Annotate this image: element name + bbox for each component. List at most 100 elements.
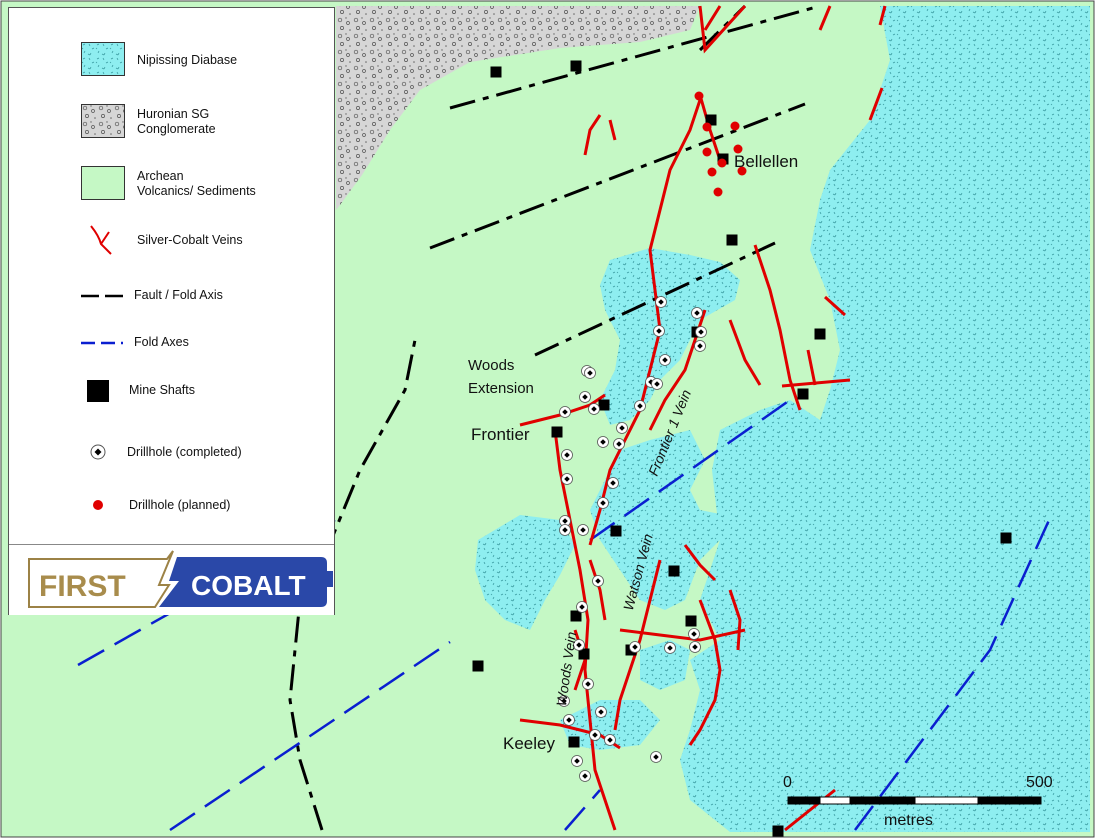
drillhole-planned-marker [713,187,723,197]
mine-shaft-marker [490,66,502,78]
legend-label-veins: Silver-Cobalt Veins [137,233,243,247]
drillhole-completed-marker [579,770,591,782]
drillhole-completed-marker [595,706,607,718]
drillhole-completed-marker [561,473,573,485]
silver-cobalt-vein [698,4,747,54]
logo-text-first: FIRST [39,570,126,603]
legend-label-diabase: Nipissing Diabase [137,53,238,67]
drillhole-completed-marker [563,714,575,726]
silver-cobalt-vein [583,114,602,156]
mine-shaft-marker [1000,532,1012,544]
silver-cobalt-vein [784,788,836,832]
drillhole-completed-icon [90,444,106,460]
legend-item-veins: Silver-Cobalt Veins [9,222,329,266]
silver-cobalt-vein [553,429,617,831]
drillhole-completed-marker [653,325,665,337]
drillhole-completed-marker [616,422,628,434]
mine-shafts-layer [472,60,1012,837]
legend-item-archean: Archean Volcanics/ Sediments [9,166,329,210]
mine-shaft-marker [668,565,680,577]
mine-shaft-marker [598,399,610,411]
place-label-woods-extension-line1: Woods [468,357,515,374]
fold-axis-line [854,517,1052,831]
drillhole-completed-marker [651,378,663,390]
drillhole-completed-marker [573,639,585,651]
drillhole-planned-marker [733,144,743,154]
legend-label-shafts: Mine Shafts [129,383,196,397]
legend-label-dh-planned: Drillhole (planned) [129,498,231,512]
scale-bar [787,796,1042,805]
drillhole-completed-marker [659,354,671,366]
drillhole-completed-marker [664,642,676,654]
logo-text-cobalt: COBALT [191,570,306,601]
silver-cobalt-vein [728,589,742,651]
drillhole-completed-marker [650,751,662,763]
mine-shaft-marker [578,648,590,660]
vein-symbol-icon [90,225,112,255]
fold-axis-line [589,398,791,542]
legend-panel: Nipissing Diabase Huronian SG Conglomera… [8,7,335,615]
legend-label-archean: Archean Volcanics/ Sediments [137,169,256,198]
drillhole-planned-marker [694,91,704,101]
faults-layer [288,4,821,831]
legend-label-conglomerate: Huronian SG Conglomerate [137,107,216,136]
drillhole-completed-marker [689,641,701,653]
diabase-inlier-south [640,640,690,690]
mine-shaft-marker [797,388,809,400]
drillholes-layer [558,91,747,782]
drillhole-completed-marker [576,601,588,613]
diabase-inlier-north [600,248,740,425]
legend-item-shafts: Mine Shafts [9,374,329,418]
mine-shaft-marker [570,60,582,72]
drillhole-completed-marker [577,524,589,536]
legend-label-fault: Fault / Fold Axis [134,288,223,302]
fault-symbol-icon [81,294,123,298]
veins-layer [519,4,887,832]
silver-cobalt-vein [868,87,884,121]
mine-shaft-marker [726,234,738,246]
drillhole-completed-marker [592,575,604,587]
diabase-inlier-keeley [560,700,660,750]
drillhole-completed-marker [613,438,625,450]
diabase-main [680,6,1090,832]
mine-shaft-marker [568,736,580,748]
legend-swatch-archean [81,166,125,200]
drillhole-completed-marker [584,367,596,379]
drillhole-completed-marker [559,524,571,536]
silver-cobalt-vein [703,5,722,31]
fold-axis-line [564,789,601,831]
drillhole-planned-marker [717,158,727,168]
drillhole-completed-marker [579,391,591,403]
drillhole-completed-marker [561,449,573,461]
legend-swatch-conglomerate [81,104,125,138]
scale-bar-segment [849,796,916,805]
first-cobalt-logo-graphic: FIRST COBALT [28,550,333,608]
silver-cobalt-vein [688,599,722,746]
drillhole-completed-marker [688,628,700,640]
drillhole-planned-marker [702,147,712,157]
scale-bar-segment [977,796,1042,805]
mine-shaft-marker [551,426,563,438]
fault-line [429,102,806,250]
drillhole-completed-marker [588,403,600,415]
drillhole-completed-marker [634,400,646,412]
silver-cobalt-vein [728,319,762,386]
drillhole-completed-marker [597,497,609,509]
diabase-inlier-central [590,430,725,610]
drillhole-completed-marker [695,326,707,338]
mine-shaft-marker [685,615,697,627]
drillhole-planned-marker [730,121,740,131]
drillhole-completed-marker [589,729,601,741]
drillhole-completed-marker [559,406,571,418]
silver-cobalt-vein [806,349,817,386]
legend-swatch-diabase [81,42,125,76]
silver-cobalt-vein [619,628,746,642]
mine-shaft-marker [610,525,622,537]
silver-cobalt-vein [519,393,606,427]
drillhole-completed-marker [571,755,583,767]
drillhole-completed-marker [691,307,703,319]
silver-cobalt-vein [683,544,717,582]
silver-cobalt-vein [818,5,832,31]
silver-cobalt-vein [608,119,617,141]
